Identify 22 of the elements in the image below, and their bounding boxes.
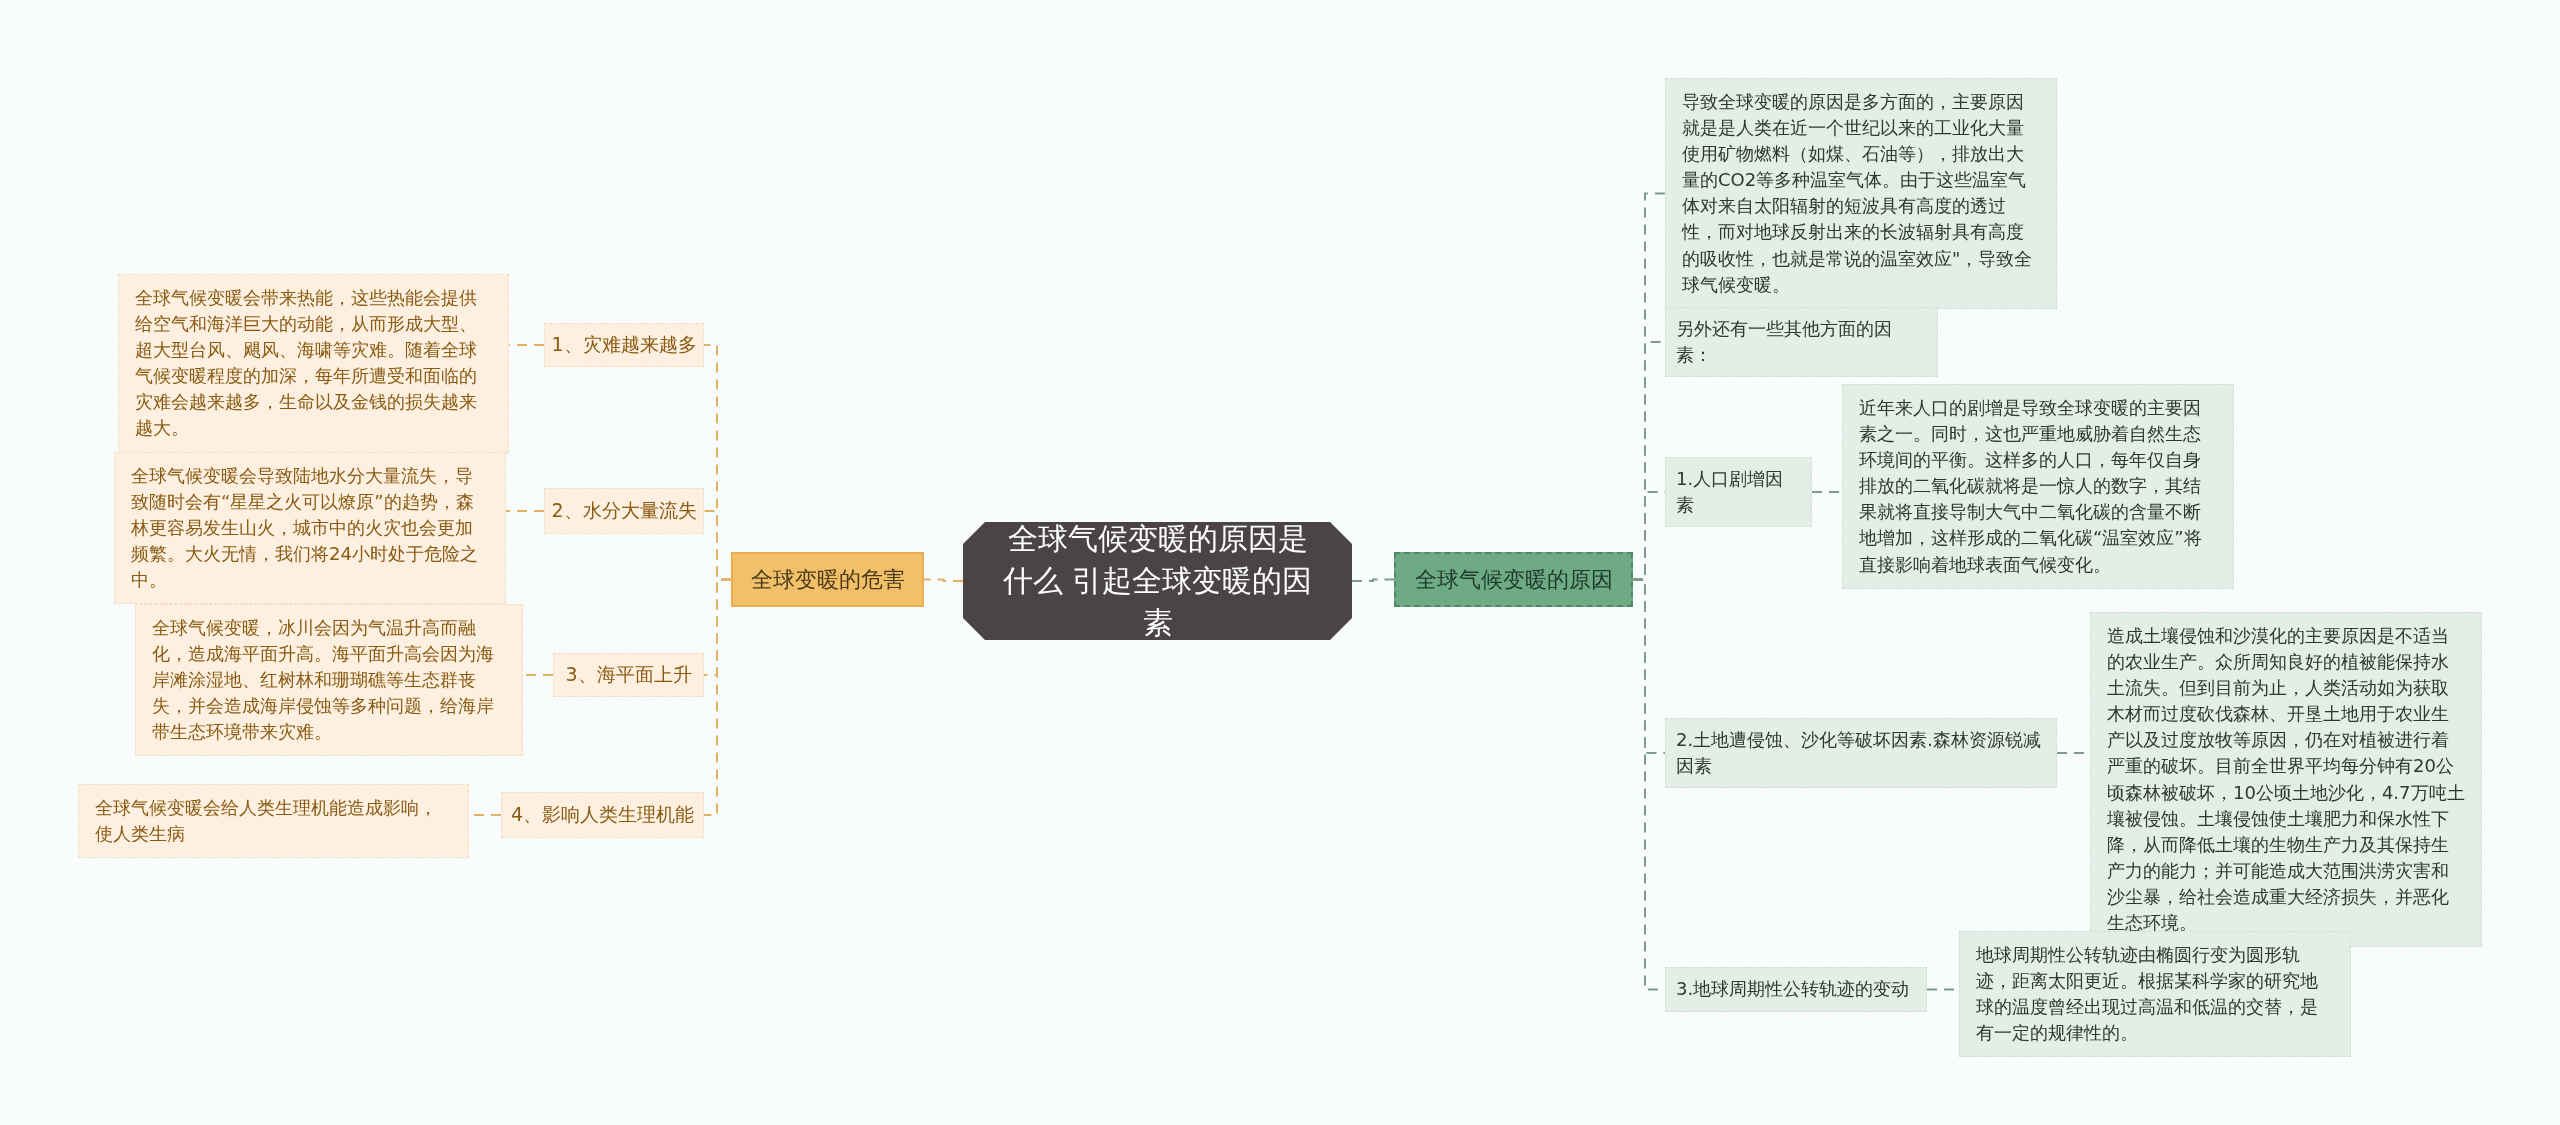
subtopic-box: 1、灾难越来越多 [544, 323, 704, 367]
subtopic-box: 4、影响人类生理机能 [501, 792, 704, 838]
note-box: 全球气候变暖会导致陆地水分大量流失，导致随时会有“星星之火可以燎原”的趋势，森林更容易发生山火，城市中的火灾也会更加频繁。大火无情，我们将24小时处于危险之中。 [114, 452, 506, 605]
topic-box: 全球变暖的危害 [731, 552, 924, 607]
note-box: 全球气候变暖会带来热能，这些热能会提供给空气和海洋巨大的动能，从而形成大型、超大型台风、飓风、海啸等灾难。随着全球气候变暖程度的加深，每年所遭受和面临的灾难会越来越多，生命以及金钱的损失越来越大。 [118, 274, 509, 453]
note-box: 全球气候变暖会给人类生理机能造成影响，使人类生病 [78, 784, 469, 859]
subtopic-box: 2、水分大量流失 [544, 488, 704, 534]
connector-line [703, 578, 732, 816]
central-topic-box: 全球气候变暖的原因是什么 引起全球变暖的因素 [963, 522, 1352, 640]
subtopic-box: 3.地球周期性公转轨迹的变动 [1665, 967, 1927, 1012]
topic-box: 全球气候变暖的原因 [1394, 552, 1633, 607]
subtopic-box: 1.人口剧增因素 [1665, 457, 1812, 528]
subtopic-box: 2.土地遭侵蚀、沙化等破坏因素.森林资源锐减因素 [1665, 718, 2057, 789]
connector-line [1351, 578, 1395, 582]
note-box: 地球周期性公转轨迹由椭圆行变为圆形轨迹，距离太阳更近。根据某科学家的研究地球的温度曾经出现过高温和低温的交替，是有一定的规律性的。 [1959, 931, 2351, 1058]
note-box: 全球气候变暖，冰川会因为气温升高而融化，造成海平面升高。海平面升高会因为海岸滩涂湿地、红树林和珊瑚礁等生态群丧失，并会造成海岸侵蚀等多种问题，给海岸带生态环境带来灾难。 [135, 604, 523, 757]
connector-line [923, 578, 964, 582]
subtopic-box: 3、海平面上升 [553, 653, 704, 697]
subtopic-box: 另外还有一些其他方面的因素： [1665, 307, 1938, 378]
note-box: 近年来人口的剧增是导致全球变暖的主要因素之一。同时，这也严重地威胁着自然生态环境间的平衡。这样多的人口，每年仅自身排放的二氧化碳就将是一惊人的数字，其结果就将直接导制大气中二氧化碳的含量不断地增加，这样形成的二氧化碳“温室效应”将直接影响着地球表面气候变化。 [1842, 384, 2234, 589]
note-box: 导致全球变暖的原因是多方面的，主要原因就是是人类在近一个世纪以来的工业化大量使用矿物燃料（如煤、石油等），排放出大量的CO2等多种温室气体。由于这些温室气体对来自太阳辐射的短波具有高度的透过性，而对地球反射出来的长波辐射具有高度的吸收性，也就是常说的温室效应"，导致全球气候变暖。 [1665, 78, 2057, 309]
connector-line [505, 510, 545, 512]
